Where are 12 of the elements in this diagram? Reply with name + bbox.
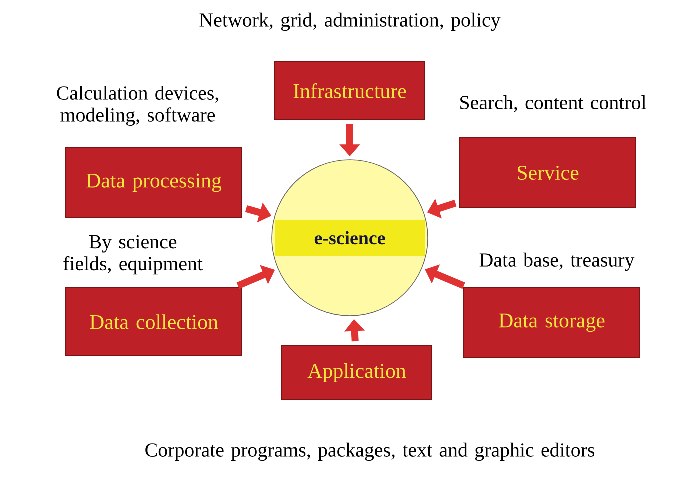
caption-text: Corporate programs, packages, text and graphic editors: [146, 442, 594, 462]
caption-text: By science fields, equipment: [64, 235, 203, 275]
process-box: Data storage: [464, 288, 640, 358]
caption-text: Calculation devices, modeling, software: [57, 86, 218, 126]
process-box: Infrastructure: [274, 62, 426, 120]
process-box: Data processing: [66, 148, 242, 218]
process-box: Service: [460, 138, 636, 208]
process-box: Application: [282, 346, 432, 400]
process-box: Data collection: [66, 288, 242, 356]
caption-text: Data base, treasury: [480, 252, 635, 272]
caption-text: Network, grid, administration, policy: [200, 12, 501, 32]
caption-text: Search, content control: [460, 96, 646, 112]
